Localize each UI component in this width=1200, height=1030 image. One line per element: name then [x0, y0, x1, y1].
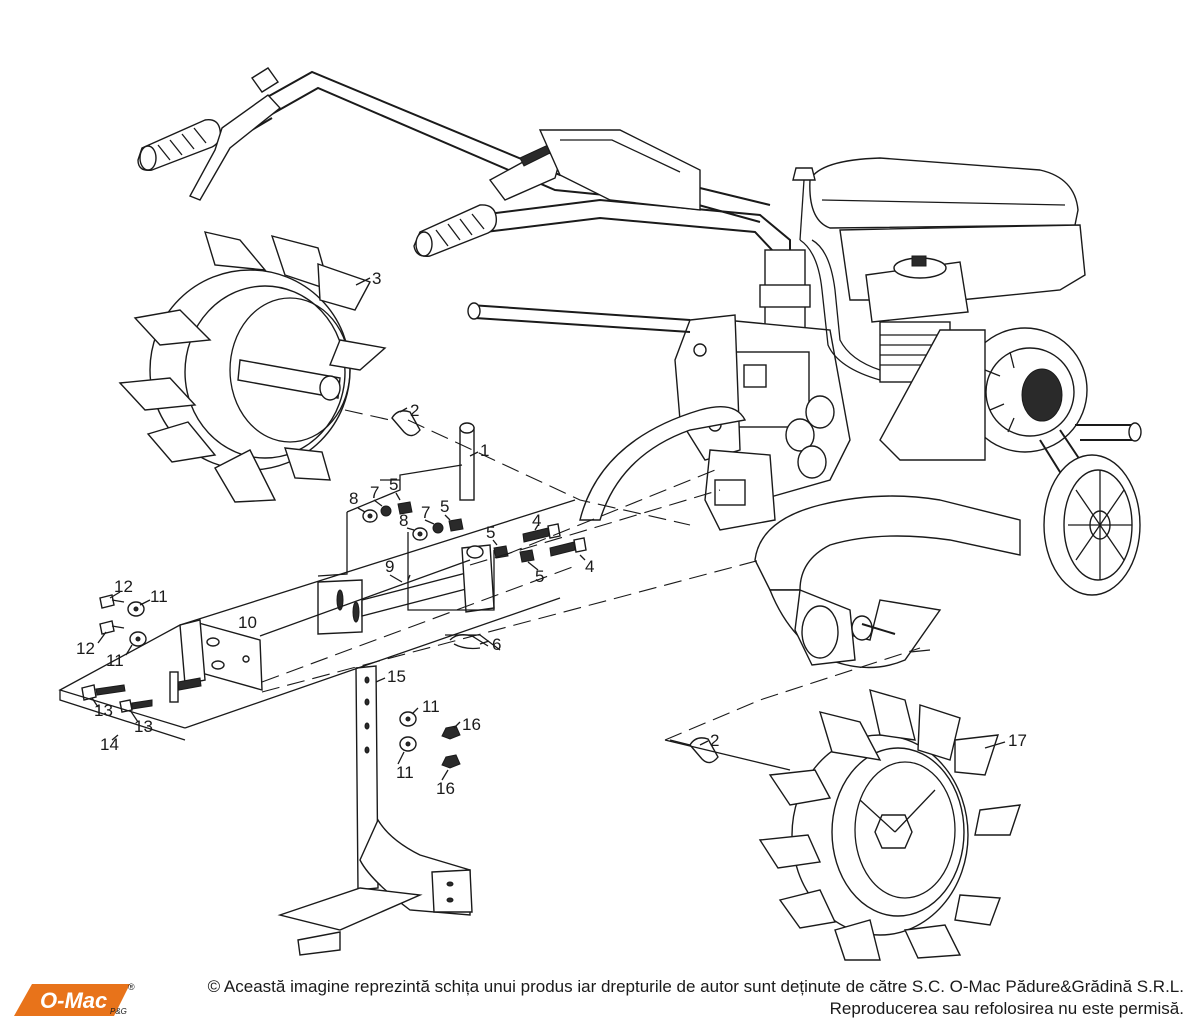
label-part-14: 14	[100, 735, 119, 754]
part-labels: 3 2 1 8 7 5 8 7 5 5 4 5 4 9 6 10 12 11 1…	[76, 269, 1027, 798]
copyright-line-1: © Această imagine reprezintă schița unui…	[207, 977, 1184, 996]
label-part-16-b: 16	[436, 779, 455, 798]
label-part-8-a: 8	[349, 489, 358, 508]
label-part-11-a: 11	[150, 587, 168, 606]
part-9-bracket	[317, 544, 495, 635]
label-part-7-a: 7	[370, 483, 379, 502]
label-part-5-c: 5	[486, 523, 495, 542]
part-10-bracket	[179, 619, 263, 691]
part-11-washers	[127, 601, 417, 752]
fender-assembly	[579, 406, 1021, 669]
label-part-3: 3	[372, 269, 381, 288]
part-15-ridger	[277, 665, 473, 956]
label-part-12-a: 12	[114, 577, 133, 596]
label-part-1: 1	[480, 441, 489, 460]
part-12-bolts	[99, 594, 125, 635]
logo-brand: O-Mac	[40, 988, 107, 1013]
right-tine-wheel	[758, 689, 1022, 961]
recoil-starter	[962, 327, 1088, 453]
label-part-2-b: 2	[710, 731, 719, 750]
handlebar-assembly	[137, 67, 811, 361]
leader-lines	[58, 277, 1006, 781]
label-part-15: 15	[387, 667, 406, 686]
footer: O-Mac P&G ® © Această imagine reprezintă…	[0, 968, 1200, 1030]
logo-registered: ®	[128, 982, 135, 992]
label-part-5-d: 5	[535, 567, 544, 586]
logo-suffix: P&G	[110, 1007, 127, 1016]
copyright-notice: © Această imagine reprezintă schița unui…	[144, 976, 1184, 1020]
label-part-11-d: 11	[396, 763, 414, 782]
omac-logo: O-Mac P&G ®	[14, 982, 135, 1016]
part-1-pin	[459, 422, 475, 501]
label-part-8-b: 8	[399, 511, 408, 530]
right-grip	[413, 204, 498, 257]
label-part-11-c: 11	[422, 697, 440, 716]
fuel-tank	[809, 157, 1079, 229]
label-part-5-a: 5	[389, 475, 398, 494]
left-tine-wheel	[118, 231, 387, 503]
label-part-11-b: 11	[106, 651, 124, 670]
copyright-line-2: Reproducerea sau refolosirea nu este per…	[829, 999, 1184, 1018]
part-2-clip-a	[391, 410, 421, 437]
label-part-2-a: 2	[410, 401, 419, 420]
label-part-17: 17	[1008, 731, 1027, 750]
label-part-5-b: 5	[440, 497, 449, 516]
label-part-10: 10	[238, 613, 257, 632]
label-part-16-a: 16	[462, 715, 481, 734]
small-pin	[169, 671, 179, 703]
transport-wheel	[1043, 454, 1141, 596]
label-part-6: 6	[492, 635, 501, 654]
left-grip	[137, 119, 222, 171]
label-part-7-b: 7	[421, 503, 430, 522]
label-part-4-a: 4	[532, 511, 541, 530]
logo-swoosh	[14, 984, 130, 1016]
part-16-nuts	[441, 725, 461, 769]
label-part-12-b: 12	[76, 639, 95, 658]
engine-body	[467, 157, 1142, 596]
label-part-13-b: 13	[134, 717, 153, 736]
label-part-4-b: 4	[585, 557, 594, 576]
label-part-13-a: 13	[94, 701, 113, 720]
label-part-9: 9	[385, 557, 394, 576]
part-2-clip-b	[689, 737, 719, 764]
